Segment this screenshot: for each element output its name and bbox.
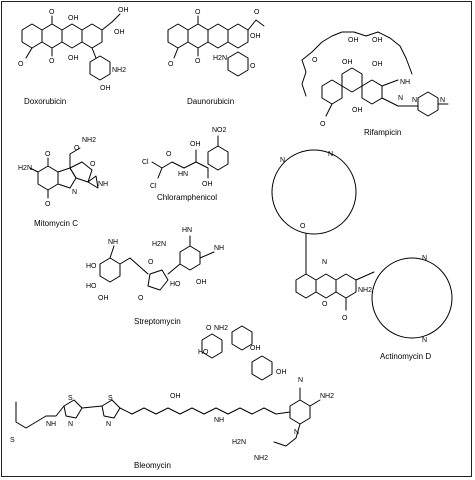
atom-label: N [328,151,333,158]
daunorubicin-caption: Daunorubicin [187,97,235,106]
atom-label: N [322,259,327,266]
atom-label: N [440,97,445,104]
atom-label: N [294,429,299,436]
atom-label: S [108,395,113,402]
atom-label: OH [352,107,363,114]
atom-label: OH [202,181,213,188]
atom-label: OH [68,15,79,22]
atom-label: OH [348,37,359,44]
chloramphenicol-structure: Cl Cl O HN OH OH NO2 [142,127,229,190]
actinomycin-structure: O N O NH2 O N N N N [271,149,453,344]
atom-label: HO [86,263,97,270]
atom-label: O [49,58,55,65]
atom-label: OH [68,55,79,62]
atom-label: HO [170,281,181,288]
atom-label: O [45,151,51,158]
atom-label: OH [114,29,125,36]
atom-label: O [90,161,96,168]
atom-label: N [398,95,403,102]
atom-label: N [72,189,77,196]
atom-label: N [412,97,417,104]
atom-label: N [298,377,303,384]
atom-label: H2N [232,439,246,446]
atom-label: Cl [142,159,149,166]
atom-label: O [250,63,256,70]
atom-label: N [68,421,73,428]
atom-label: OH [100,85,111,92]
chloramphenicol-caption: Chloramphenicol [157,193,218,202]
atom-label: OH [372,61,383,68]
atom-label: HO [198,349,209,356]
atom-label: N [422,255,427,262]
atom-label: O [49,9,55,16]
atom-label: H2N [152,241,166,248]
atom-label: N [280,157,285,164]
atom-label: OH [98,295,109,302]
atom-label: O [166,151,172,158]
atom-label: OH [118,7,129,14]
atom-label: OH [190,141,201,148]
streptomycin-caption: Streptomycin [134,317,181,326]
atom-label: NH [108,239,118,246]
doxorubicin-structure: O O OH OH OH OH O NH2 OH [18,7,129,92]
atom-label: O [206,325,212,332]
atom-label: NH [98,181,108,188]
atom-label: NH [46,421,56,428]
atom-label: OH [250,33,261,40]
doxorubicin-caption: Doxorubicin [24,97,67,106]
atom-label: NH2 [112,67,126,74]
atom-label: O [342,315,348,322]
atom-label: NO2 [212,127,227,134]
atom-label: S [10,437,15,444]
rifampicin-caption: Rifampicin [364,128,402,137]
atom-label: HO [86,283,97,290]
mitomycin-structure: O O H2N O NH2 N NH O [18,137,108,208]
actinomycin-caption: Actinomycin D [380,352,432,361]
atom-label: HN [182,227,192,234]
atom-label: O [45,201,51,208]
atom-label: O [312,57,318,64]
atom-label: OH [342,59,353,66]
atom-label: NH [400,79,410,86]
atom-label: N [106,421,111,428]
bleomycin-structure: O NH2 HO OH OH S S S N N NH OH NH NH2 H2… [10,325,334,462]
atom-label: Cl [150,183,157,190]
atom-label: NH2 [254,455,268,462]
atom-label: NH2 [214,325,228,332]
atom-label: O [320,121,326,128]
atom-label: N [422,337,427,344]
atom-label: NH [214,245,224,252]
mitomycin-caption: Mitomycin C [34,219,79,228]
bleomycin-caption: Bleomycin [134,461,171,470]
rifampicin-structure: O OH OH OH OH NH N N N O OH [301,31,449,128]
atom-label: O [195,9,201,16]
daunorubicin-structure: O O H2N O OH O O [167,9,265,77]
atom-label: O [195,58,201,65]
atom-label: H2N [213,55,227,62]
atom-label: OH [372,37,383,44]
atom-label: S [68,395,73,402]
atom-label: O [322,301,328,308]
atom-label: O [18,61,24,68]
atom-label: OH [276,369,287,376]
atom-label: O [254,9,260,16]
atom-label: NH [214,417,224,424]
atom-label: HN [178,171,188,178]
atom-label: NH2 [358,287,372,294]
streptomycin-structure: NH HO HO OH O O HN NH HO OH H2N [86,227,224,302]
atom-label: NH2 [320,393,334,400]
atom-label: OH [170,393,181,400]
atom-label: O [168,61,174,68]
atom-label: H2N [18,165,32,172]
atom-label: O [74,145,80,152]
atom-label: NH2 [82,137,96,144]
atom-label: O [138,295,144,302]
atom-label: O [300,223,306,230]
atom-label: OH [250,345,261,352]
atom-label: OH [196,279,207,286]
atom-label: O [148,259,154,266]
